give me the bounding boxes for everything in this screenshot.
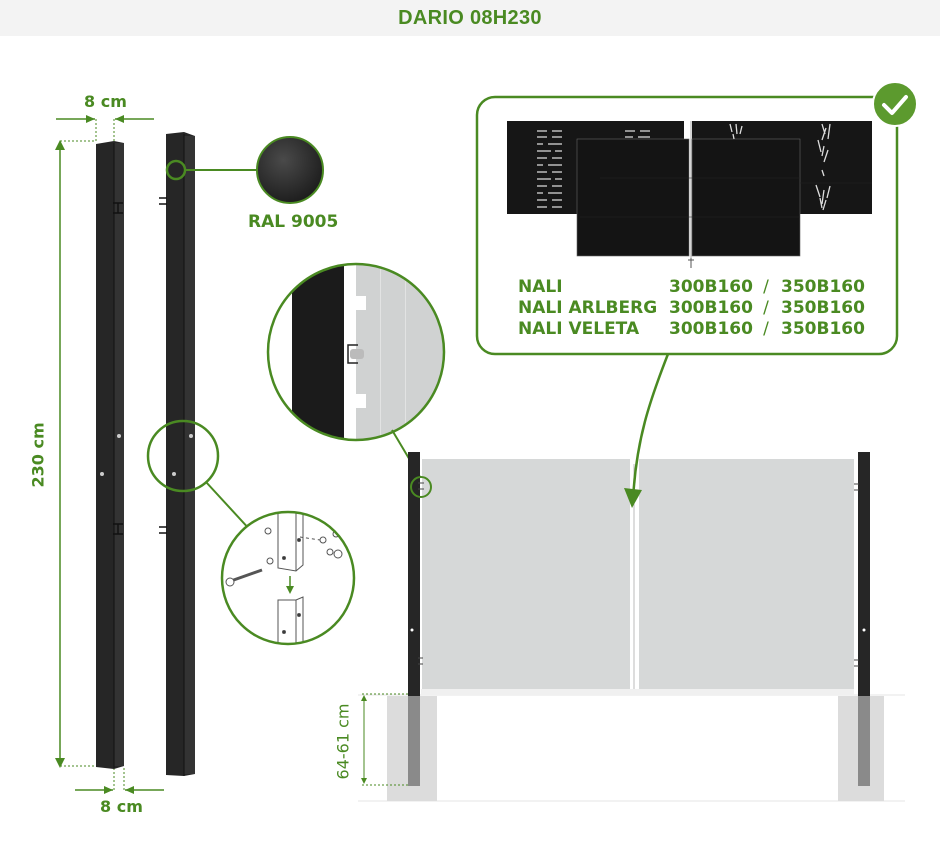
- ral-color-swatch: [256, 136, 324, 204]
- panel-name: NALI: [518, 277, 563, 297]
- hinge-detail: [266, 262, 446, 478]
- panel-row-nali-arlberg: NALI ARLBERG 300B160 / 350B160: [518, 298, 865, 319]
- post-front-view: [96, 141, 124, 769]
- depth-dimension: [361, 693, 408, 786]
- panel-size-1: 300B160: [669, 298, 753, 318]
- post-height-label: 230 cm: [28, 422, 48, 488]
- product-title: DARIO 08H230: [398, 7, 542, 29]
- panel-size-2: 350B160: [781, 298, 865, 318]
- panel-size-2: 350B160: [781, 277, 865, 297]
- height-dimension: [55, 140, 96, 768]
- compatible-panels-list: NALI 300B160 / 350B160 NALI ARLBERG 300B…: [518, 277, 865, 340]
- panel-size-1: 300B160: [669, 319, 753, 339]
- gate-illustration: [358, 452, 905, 802]
- post-side-view: [159, 132, 195, 776]
- panel-thumbnails: [507, 121, 872, 268]
- post-width-top-label: 8 cm: [84, 92, 127, 111]
- size-separator: /: [763, 277, 769, 297]
- assembly-detail: [220, 510, 356, 646]
- panel-row-nali-veleta: NALI VELETA 300B160 / 350B160: [518, 319, 865, 340]
- width-dimension-top: [56, 115, 154, 142]
- panel-size-2: 350B160: [781, 319, 865, 339]
- compatible-panels-box: [475, 81, 918, 508]
- size-separator: /: [763, 298, 769, 318]
- embed-depth-label: 64-61 cm: [333, 703, 353, 780]
- panel-row-nali: NALI 300B160 / 350B160: [518, 277, 865, 298]
- width-dimension-bottom: [75, 768, 164, 794]
- ral-color-label: RAL 9005: [248, 212, 339, 232]
- post-width-bottom-label: 8 cm: [100, 797, 143, 816]
- size-separator: /: [763, 319, 769, 339]
- panel-size-1: 300B160: [669, 277, 753, 297]
- color-callout: [165, 159, 257, 181]
- title-bar: [0, 0, 940, 36]
- panel-name: NALI VELETA: [518, 319, 640, 339]
- panel-name: NALI ARLBERG: [518, 298, 658, 318]
- check-badge: [872, 81, 918, 127]
- check-icon: [882, 95, 908, 115]
- bolt-detail-callout: [146, 419, 253, 533]
